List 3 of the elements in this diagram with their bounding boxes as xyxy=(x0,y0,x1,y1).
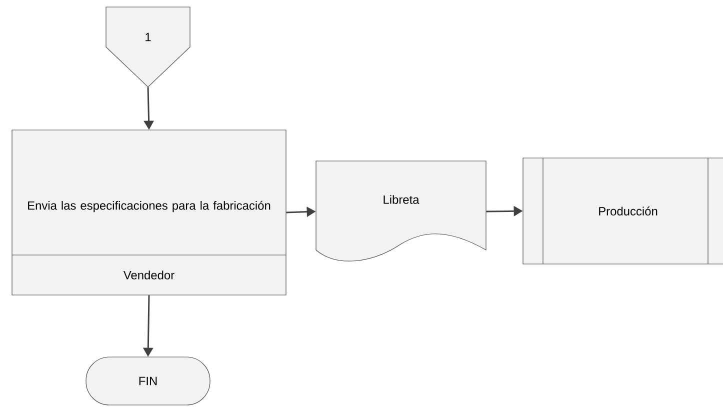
predefined-process-box: Producción xyxy=(522,158,723,264)
off-page-connector: 1 xyxy=(106,6,190,88)
process-box: Envia las especificaciones para la fabricación Vendedor xyxy=(12,130,286,296)
